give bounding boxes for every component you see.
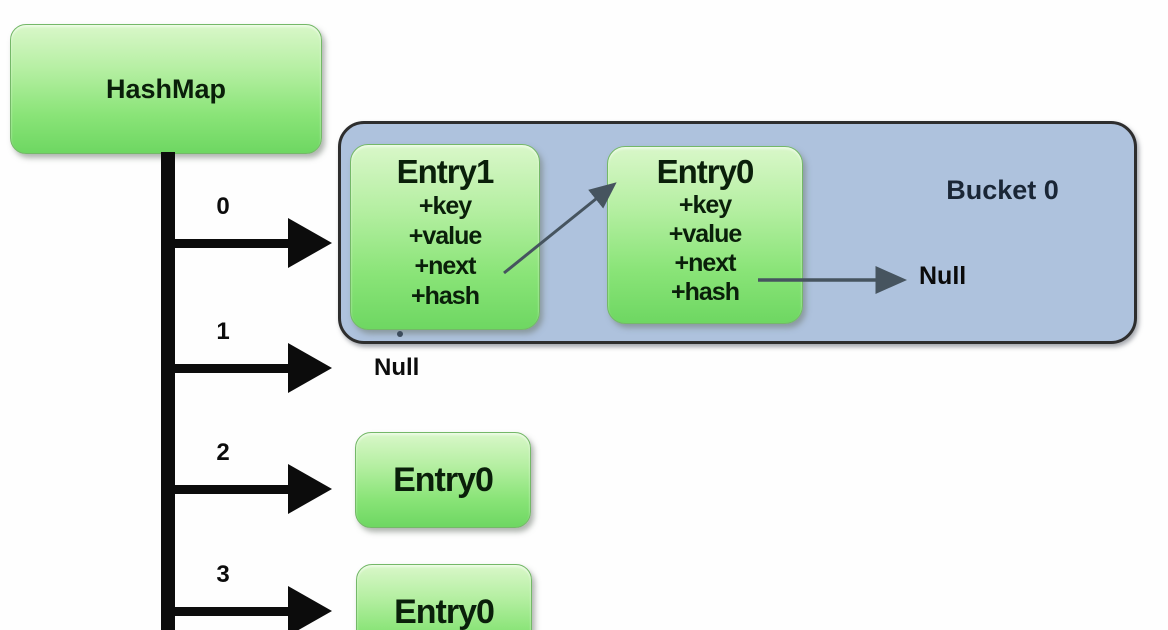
bucket-index-label-0: 0 xyxy=(216,193,230,220)
entry0-field-hash: +hash xyxy=(671,278,740,306)
entry-node-title: Entry0 xyxy=(393,460,494,499)
bucket0-panel-label: Bucket 0 xyxy=(946,175,1059,205)
entry1-node: Entry1 +key +value +next +hash xyxy=(350,144,540,330)
entry-node-bucket3: Entry0 xyxy=(356,564,532,630)
branch-arrowhead-icon-3 xyxy=(288,586,332,630)
entry-node-title: Entry0 xyxy=(394,592,495,630)
entry1-field-hash: +hash xyxy=(411,282,480,310)
branch-line-3 xyxy=(168,607,292,616)
entry1-title: Entry1 xyxy=(396,153,495,190)
hashmap-node-title: HashMap xyxy=(105,73,227,104)
entry0-field-next: +next xyxy=(674,249,736,277)
branch-line-0 xyxy=(168,239,292,248)
branch-arrowhead-icon-2 xyxy=(288,464,332,514)
dot-mark xyxy=(397,331,403,337)
entry0-field-value: +value xyxy=(668,220,743,248)
entry0-field-key: +key xyxy=(678,191,732,219)
branch-line-2 xyxy=(168,485,292,494)
bucket-index-label-1: 1 xyxy=(216,318,230,345)
entry1-field-key: +key xyxy=(418,192,472,220)
entry0-node: Entry0 +key +value +next +hash xyxy=(607,146,803,324)
entry1-field-value: +value xyxy=(408,222,483,250)
bucket-index-label-3: 3 xyxy=(216,561,230,588)
hashmap-node: HashMap xyxy=(10,24,322,154)
entry0-title: Entry0 xyxy=(656,153,755,190)
bucket1-null-label: Null xyxy=(374,354,420,381)
branch-arrowhead-icon-0 xyxy=(288,218,332,268)
bucket-index-label-2: 2 xyxy=(216,439,230,466)
entry0-next-null-label: Null xyxy=(919,262,967,290)
branch-arrowhead-icon-1 xyxy=(288,343,332,393)
entry-node-bucket2: Entry0 xyxy=(355,432,531,528)
branch-line-1 xyxy=(168,364,292,373)
entry1-field-next: +next xyxy=(414,252,476,280)
hashmap-trunk-line xyxy=(161,152,175,630)
